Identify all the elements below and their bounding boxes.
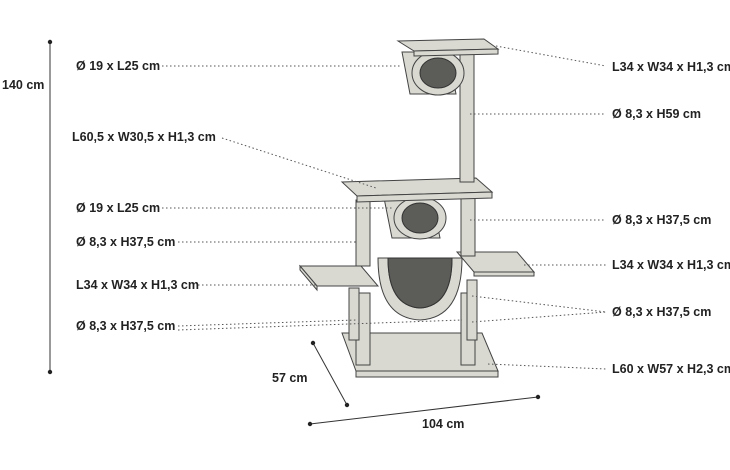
height-label: 140 cm bbox=[2, 78, 44, 92]
label-lower-posts-right: Ø 8,3 x H37,5 cm bbox=[612, 305, 711, 319]
label-left-platform: L34 x W34 x H1,3 cm bbox=[76, 278, 199, 292]
label-middle-post-right: Ø 8,3 x H37,5 cm bbox=[612, 213, 711, 227]
top-platform-edge bbox=[413, 48, 499, 57]
width-label: 104 cm bbox=[422, 417, 464, 431]
middle-tube-opening bbox=[401, 202, 439, 234]
label-middle-post-left: Ø 8,3 x H37,5 cm bbox=[76, 235, 175, 249]
lower-post-right-back bbox=[466, 279, 478, 341]
right-platform-edge bbox=[473, 271, 535, 277]
left-platform-edge bbox=[299, 264, 318, 292]
base-board-edge bbox=[355, 370, 499, 378]
label-tall-post: Ø 8,3 x H59 cm bbox=[612, 107, 701, 121]
lower-post-left-back bbox=[348, 287, 360, 341]
width-dimension bbox=[307, 394, 541, 427]
label-lower-posts-left: Ø 8,3 x H37,5 cm bbox=[76, 319, 175, 333]
label-top-platform: L34 x W34 x H1,3 cm bbox=[612, 60, 730, 74]
label-right-platform: L34 x W34 x H1,3 cm bbox=[612, 258, 730, 272]
cat-tree bbox=[298, 38, 536, 378]
label-base-board: L60 x W57 x H2,3 cm bbox=[612, 362, 730, 376]
top-tube-opening bbox=[419, 57, 457, 89]
depth-dimension bbox=[310, 340, 350, 408]
label-middle-tube: Ø 19 x L25 cm bbox=[76, 201, 160, 215]
height-dimension bbox=[47, 39, 53, 375]
left-leaders bbox=[162, 65, 463, 331]
middle-post-right bbox=[460, 193, 476, 257]
middle-post-left bbox=[355, 199, 371, 267]
middle-platform-edge bbox=[356, 191, 493, 203]
right-leaders bbox=[470, 45, 607, 370]
label-middle-platform: L60,5 x W30,5 x H1,3 cm bbox=[72, 130, 216, 144]
hammock-interior bbox=[387, 257, 453, 309]
label-top-tube: Ø 19 x L25 cm bbox=[76, 59, 160, 73]
depth-label: 57 cm bbox=[272, 371, 307, 385]
